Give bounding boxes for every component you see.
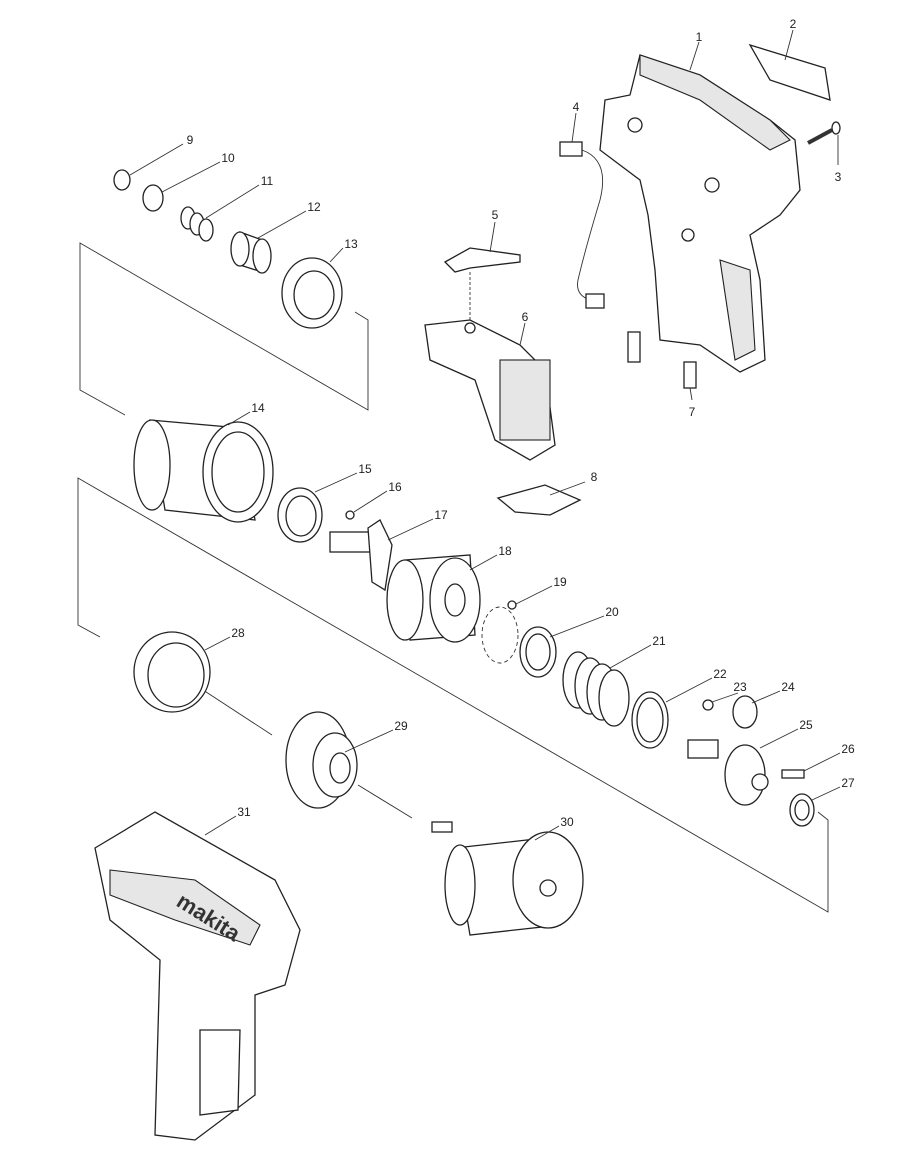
leader-lines (129, 29, 841, 841)
assembly-bracket-lower (77, 477, 829, 913)
part-label-21: 21 (652, 634, 666, 648)
o-ring-part (631, 691, 669, 749)
thrust-washer-part (789, 793, 815, 827)
retaining-ring-part (113, 169, 131, 191)
lead-wire-part (559, 141, 605, 309)
part-label-19: 19 (553, 575, 567, 589)
spindle-carrier-part (687, 739, 769, 806)
part-label-7: 7 (689, 405, 696, 419)
part-label-15: 15 (358, 462, 372, 476)
washer-part (519, 626, 557, 678)
part-label-27: 27 (841, 776, 855, 790)
switch-lever-part (443, 247, 521, 273)
part-label-9: 9 (187, 133, 194, 147)
part-label-25: 25 (799, 718, 813, 732)
part-label-12: 12 (307, 200, 321, 214)
hammer-part (386, 554, 481, 643)
part-label-17: 17 (434, 508, 448, 522)
part-number-labels: 1 2 3 4 5 6 7 8 9 10 11 12 13 14 15 16 1… (187, 17, 855, 829)
compression-spring-part (562, 651, 630, 727)
pin-part (781, 769, 805, 779)
switch-part (424, 319, 556, 461)
part-label-8: 8 (591, 470, 598, 484)
terminal-plate-part (496, 484, 582, 516)
part-label-5: 5 (492, 208, 499, 222)
label-plate-part (748, 43, 831, 101)
part-label-30: 30 (560, 815, 574, 829)
part-label-2: 2 (790, 17, 797, 31)
part-label-16: 16 (388, 480, 402, 494)
ring-washer-part (142, 184, 164, 212)
assembly-bracket-upper (79, 242, 369, 416)
steel-ball-part (345, 510, 355, 520)
part-label-28: 28 (231, 626, 245, 640)
part-label-4: 4 (573, 100, 580, 114)
part-label-22: 22 (713, 667, 727, 681)
part-label-24: 24 (781, 680, 795, 694)
gear-ring-part (133, 631, 211, 713)
steel-ball-part-3 (702, 699, 714, 711)
ball-path-part (481, 606, 519, 664)
internal-gear-part (285, 711, 358, 809)
part-label-11: 11 (261, 174, 274, 188)
part-label-26: 26 (841, 742, 855, 756)
part-label-1: 1 (696, 30, 703, 44)
part-label-13: 13 (344, 237, 358, 251)
part-label-10: 10 (221, 151, 235, 165)
gear-part (732, 695, 758, 729)
anvil-spindle-part (329, 519, 393, 592)
front-cover-part (281, 257, 343, 329)
part-label-6: 6 (522, 310, 529, 324)
flat-washer-part (277, 487, 323, 543)
part-label-23: 23 (733, 680, 747, 694)
dc-motor-part (431, 821, 584, 936)
gear-housing-part (133, 419, 274, 523)
spring-part (180, 206, 214, 242)
screw-part (807, 121, 841, 145)
terminal-part (627, 331, 641, 363)
part-label-31: 31 (237, 805, 251, 819)
part-label-20: 20 (605, 605, 619, 619)
sleeve-part (230, 231, 272, 274)
housing-half-part (599, 54, 801, 373)
terminal-part-2 (683, 361, 697, 389)
housing-set-part: makita (94, 811, 301, 1141)
steel-ball-part-2 (507, 600, 517, 610)
part-label-18: 18 (498, 544, 512, 558)
part-label-14: 14 (251, 401, 265, 415)
part-label-3: 3 (835, 170, 842, 184)
part-label-29: 29 (394, 719, 408, 733)
